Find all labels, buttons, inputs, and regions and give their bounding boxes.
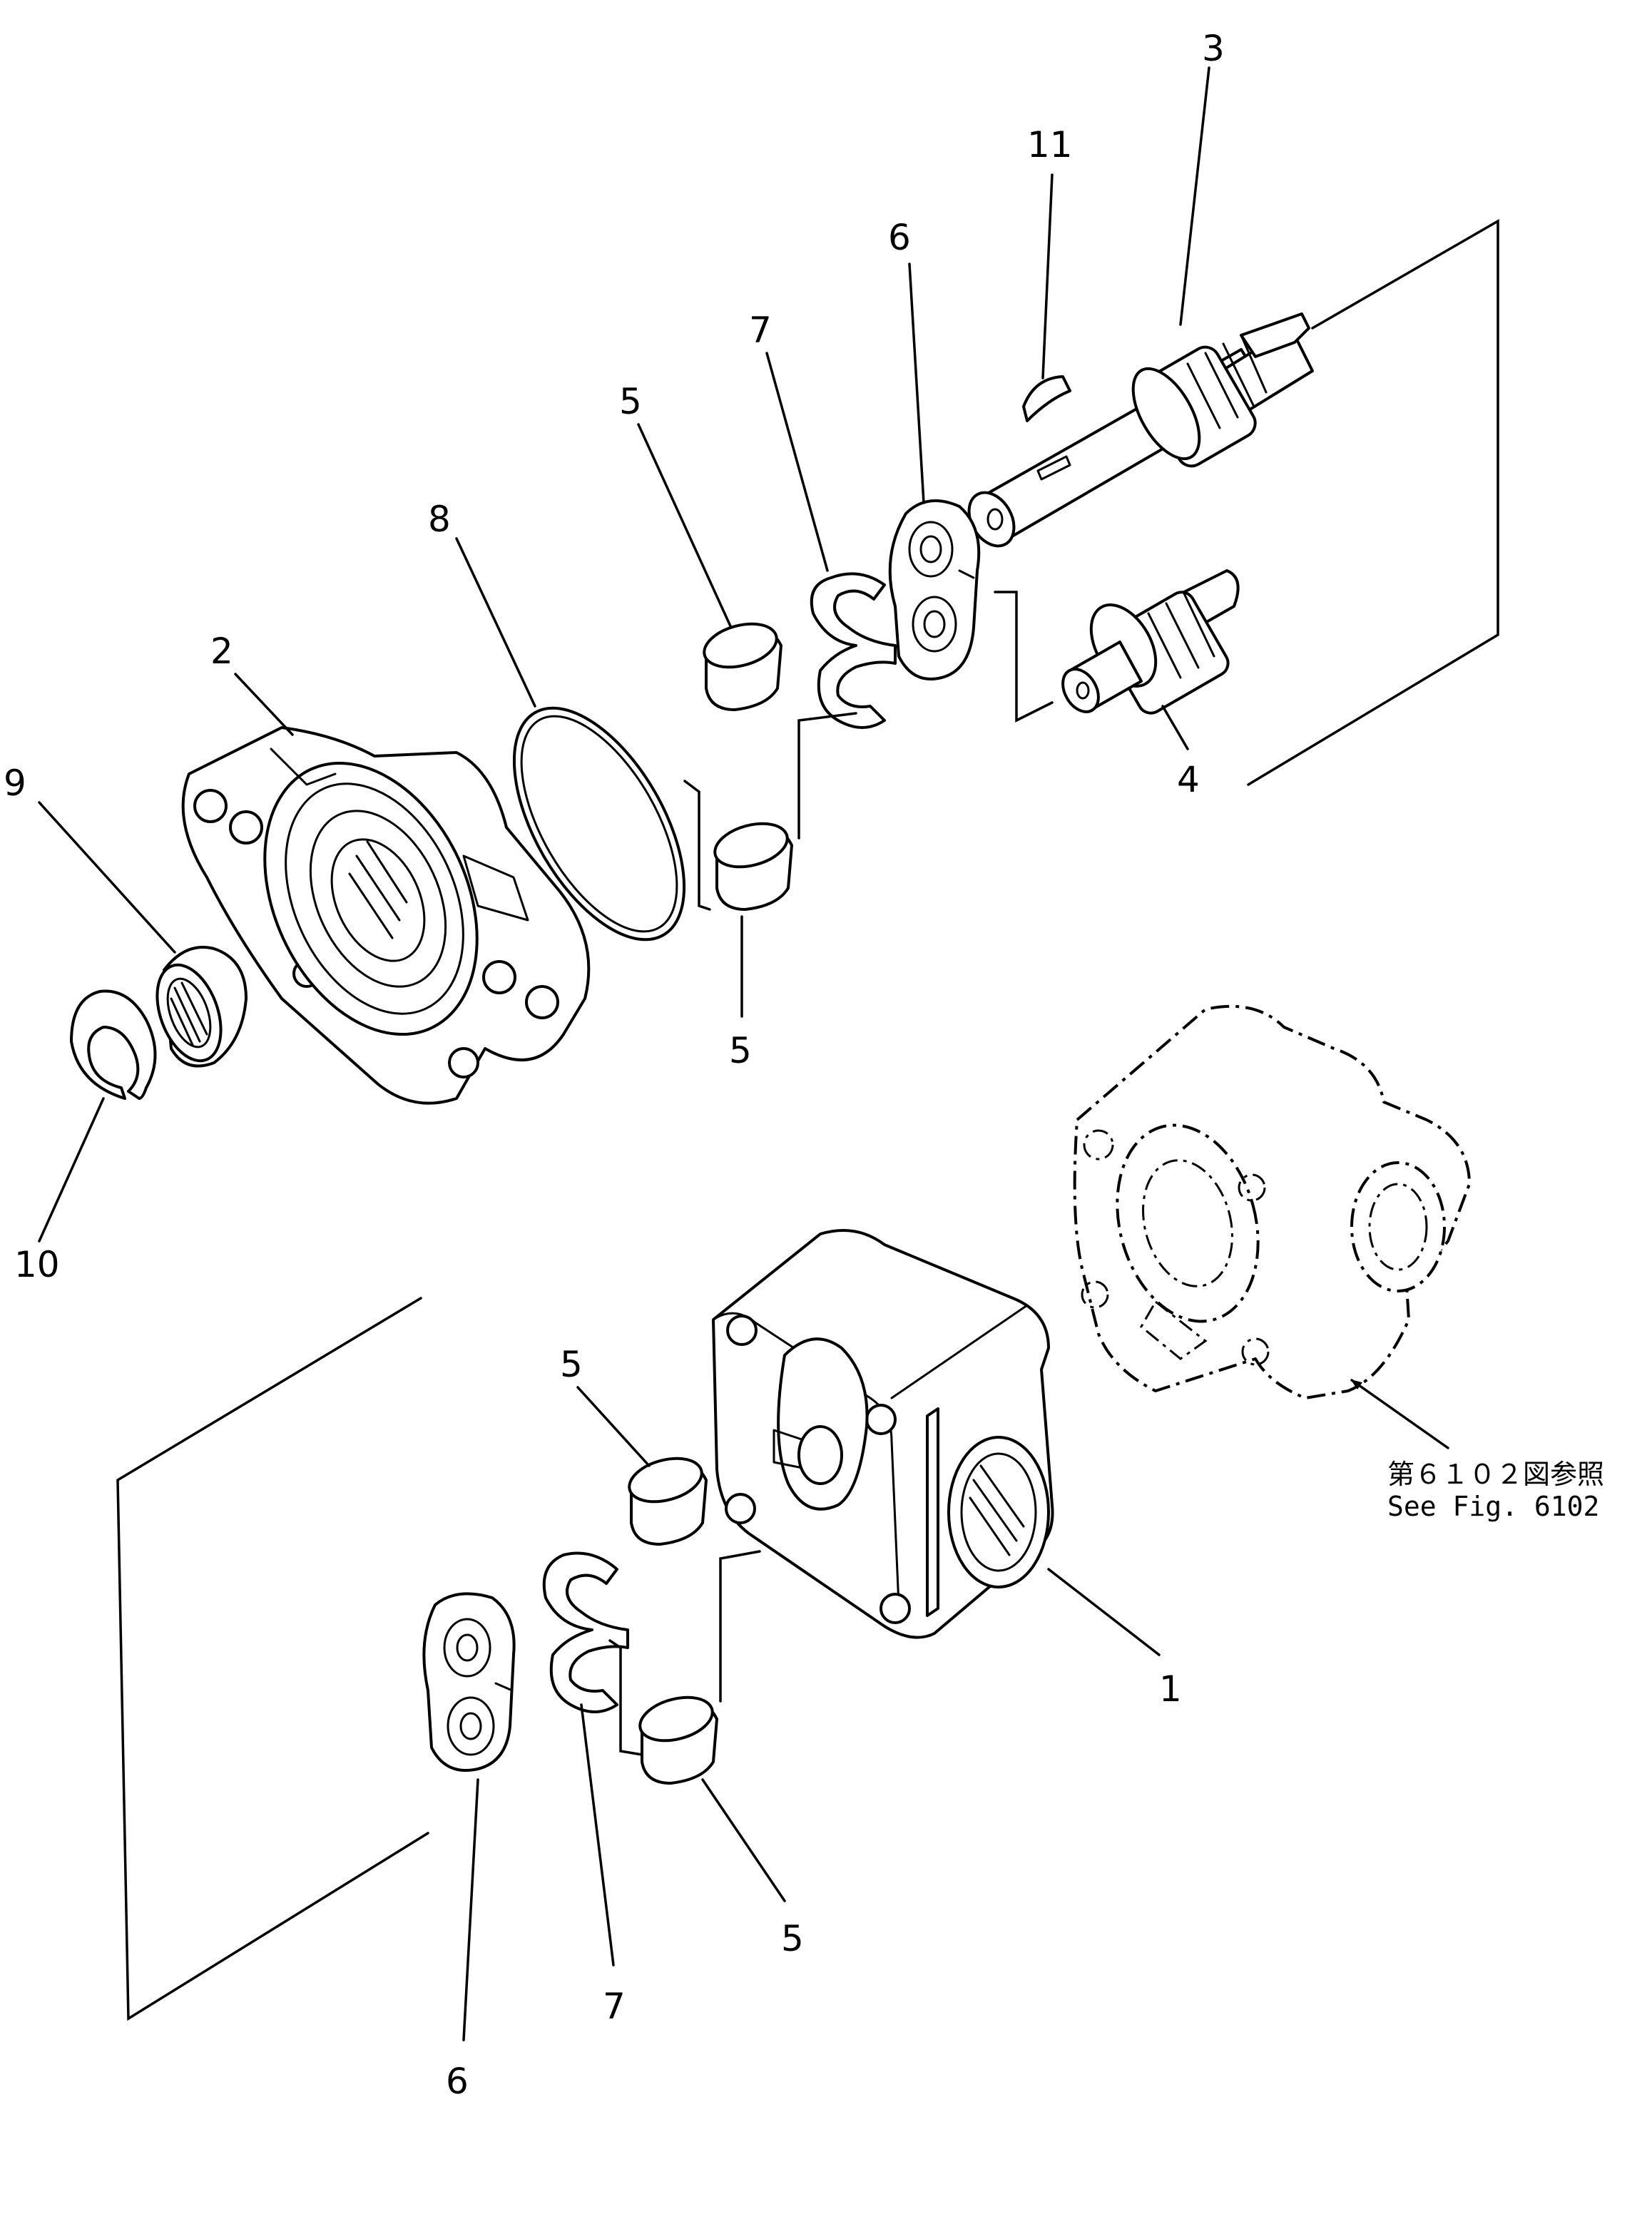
callout-6-upper: 6: [888, 217, 911, 258]
leader-lines: [38, 66, 1210, 2041]
snap-ring-part-10: [70, 989, 157, 1100]
callout-3: 3: [1202, 28, 1225, 69]
callout-6-lower: 6: [446, 2061, 469, 2102]
callout-2: 2: [210, 631, 233, 672]
pin-part-5-c: [628, 1457, 708, 1546]
callout-8: 8: [428, 499, 451, 540]
reference-housing-phantom: [1073, 1004, 1471, 1399]
drive-shaft-part-3: [967, 312, 1314, 548]
callout-5-lower-right: 5: [781, 1918, 804, 1959]
o-ring-part-8: [512, 706, 686, 942]
connector-line-upper-pins: [797, 712, 857, 840]
connector-line-gear4: [994, 591, 1054, 723]
callout-9: 9: [4, 762, 26, 804]
callout-4: 4: [1177, 759, 1200, 800]
callout-10: 10: [14, 1244, 60, 1285]
callout-7-lower: 7: [603, 1986, 626, 2027]
lower-assembly-bracket: [116, 1297, 429, 2021]
connector-line-oring: [683, 780, 711, 911]
reference-arrow: [1350, 1379, 1449, 1449]
woodruff-key-part-11: [1022, 375, 1071, 422]
pin-part-5-d: [638, 1695, 718, 1785]
reference-note-english: See Fig. 6102: [1387, 1491, 1599, 1522]
needle-bearing-part-9: [155, 946, 248, 1068]
callout-1: 1: [1159, 1668, 1182, 1710]
bushing-plate-part-6-lower: [422, 1592, 516, 1772]
seal-ring-part-7-upper: [810, 572, 897, 729]
callout-11: 11: [1027, 124, 1073, 165]
callout-7-upper: 7: [749, 310, 772, 351]
driven-gear-shaft-part-4: [1061, 569, 1240, 715]
gear-housing-part-1: [712, 1229, 1054, 1639]
seal-ring-part-7-lower: [542, 1551, 629, 1713]
front-cover-part-2: [181, 726, 591, 1105]
reference-note-japanese: 第６１０２図参照: [1387, 1459, 1604, 1490]
connector-line-lower-pins: [719, 1550, 761, 1703]
callout-5-upper-left: 5: [619, 381, 642, 422]
bushing-plate-part-6-upper: [888, 499, 981, 680]
callout-5-lower-left: 5: [560, 1344, 583, 1385]
pin-part-5-b: [713, 822, 793, 911]
connector-line-lower-seal: [608, 1639, 643, 1756]
upper-assembly-bracket: [1247, 218, 1499, 786]
pin-part-5-a: [703, 622, 782, 711]
callout-5-upper-center: 5: [729, 1030, 752, 1071]
